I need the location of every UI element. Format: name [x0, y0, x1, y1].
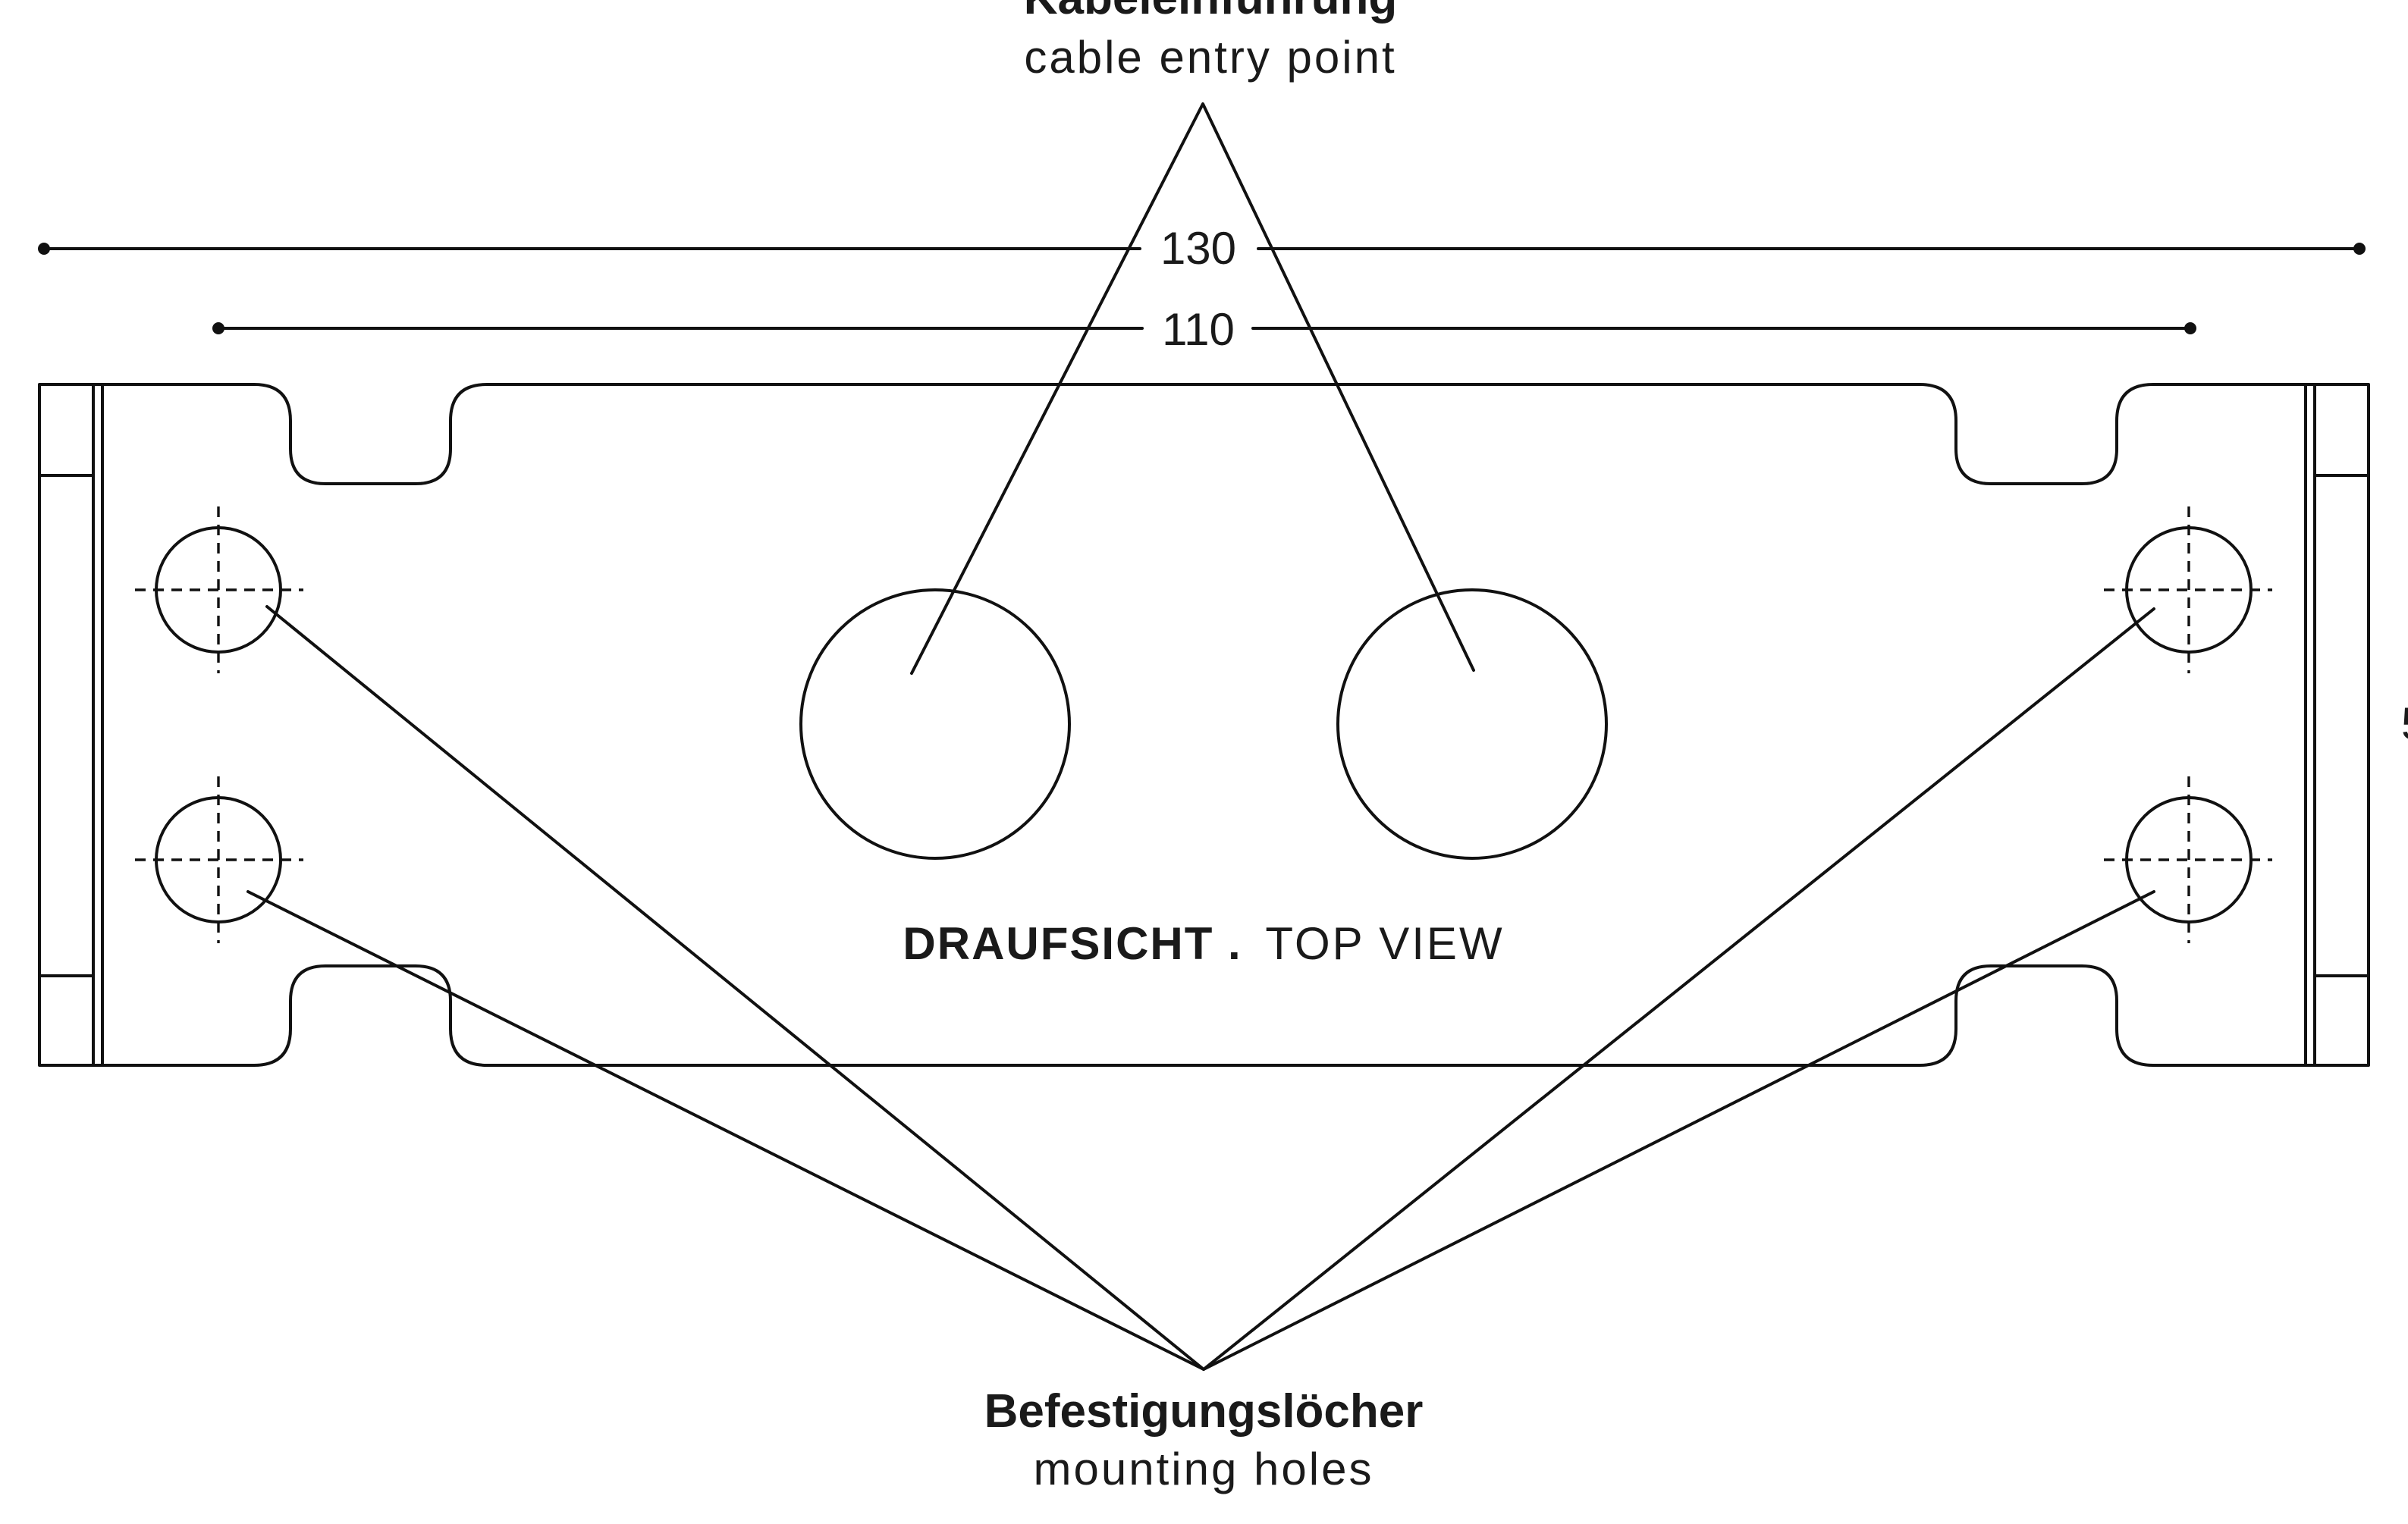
mounting-leader-bottom-right: [1202, 890, 2155, 1371]
dimension-110: 110: [212, 304, 2196, 355]
view-title-de: DRAUFSICHT .: [903, 918, 1242, 969]
mounting-holes-label-de: Befestigungslöcher: [984, 1385, 1424, 1438]
cable-entry-leader-lines: [910, 102, 1475, 675]
dimension-130-value: 130: [1160, 223, 1236, 274]
view-title-en: TOP VIEW: [1265, 918, 1504, 969]
mounting-holes-label-en: mounting holes: [1034, 1444, 1374, 1494]
view-title: DRAUFSICHT . TOP VIEW: [903, 918, 1504, 969]
mounting-leader-bottom-left: [246, 890, 1205, 1371]
cable-entry-label-de: Kabeleinführung: [1024, 0, 1398, 24]
cable-entry-hole-right: [1336, 588, 1608, 860]
mounting-holes-callout: Befestigungslöcher mounting holes: [246, 605, 2155, 1494]
left-end-flange: [38, 383, 104, 1067]
dimension-130-end-right: [2353, 243, 2366, 255]
cable-entry-holes: [799, 588, 1608, 860]
plate-outline: [38, 383, 2370, 1067]
cable-entry-callout: Kabeleinführung cable entry point: [910, 0, 1475, 675]
dimension-130: 130: [38, 223, 2366, 274]
mounting-hole-top-left: [135, 506, 303, 673]
right-end-flange: [2304, 383, 2370, 1067]
dimension-110-value: 110: [1162, 304, 1235, 355]
mounting-holes: [135, 506, 2272, 943]
cable-entry-hole-left: [799, 588, 1071, 860]
mounting-leader-top-left: [265, 605, 1205, 1371]
mounting-leader-top-right: [1202, 607, 2155, 1371]
mounting-hole-bottom-right: [2104, 776, 2272, 943]
mounting-hole-bottom-left: [135, 776, 303, 943]
edge-fragment-text: 5: [2401, 698, 2408, 749]
dimension-110-end-right: [2184, 322, 2196, 334]
mounting-hole-top-right: [2104, 506, 2272, 673]
cable-entry-label-en: cable entry point: [1024, 32, 1396, 83]
